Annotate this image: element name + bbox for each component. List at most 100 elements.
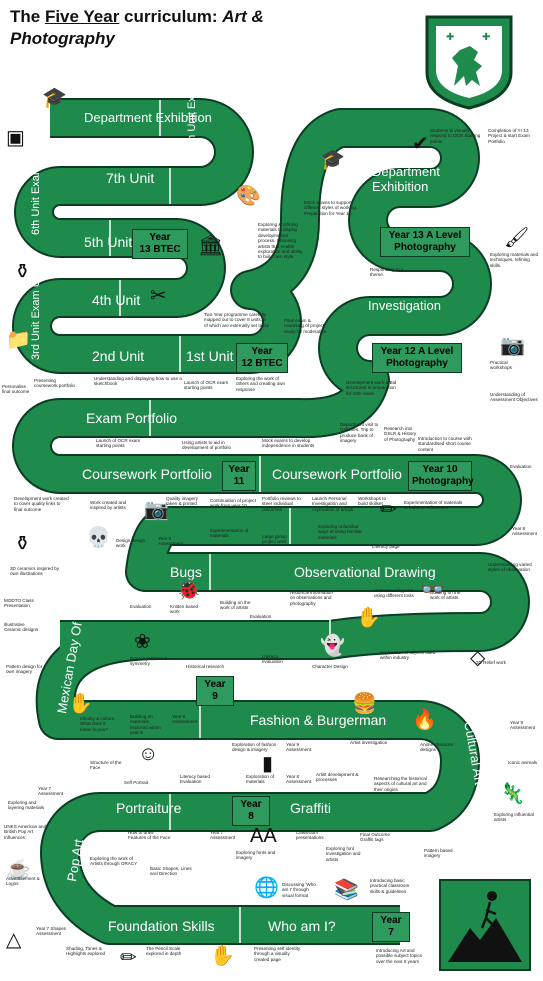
- note: Literacy based Evaluation: [180, 774, 210, 785]
- note: Launch of OCR exam starting points: [96, 438, 141, 449]
- note: Historical information on observations a…: [290, 590, 333, 606]
- ghost-icon: 👻: [320, 635, 345, 657]
- note: Development work created to cover qualit…: [14, 496, 69, 512]
- skull-icon: 💀: [86, 527, 111, 549]
- note: Continuation of project work from year 1…: [210, 498, 256, 509]
- note: Quality imagery taken & printed: [166, 496, 198, 507]
- label-unit-6: 6th Unit Exam Unit: [30, 143, 42, 235]
- svg-text:✚: ✚: [482, 32, 490, 43]
- note: Understanding varied styles of observati…: [488, 562, 532, 573]
- note: Year 9 Assessment: [172, 714, 198, 725]
- note: Using artists to aid in development of p…: [182, 440, 232, 451]
- note: Exploring & refining materials to displa…: [258, 222, 303, 260]
- note: Launch of OCR exam starting points: [184, 380, 229, 391]
- note: Development work & Bid structured in pre…: [346, 380, 397, 396]
- note: Year 8 Assessment: [286, 774, 312, 785]
- note: Evaluation: [510, 464, 532, 469]
- palette-icon: 🎨: [236, 185, 261, 207]
- note: How to draw Features of the Face: [128, 830, 171, 841]
- note: Introducing basic practical classroom sk…: [370, 878, 410, 894]
- label-coursework-portfolio-left: Coursework Portfolio: [82, 466, 212, 482]
- label-observational-drawing: Observational Drawing: [294, 564, 436, 580]
- note: Historical research: [186, 664, 225, 669]
- note: Year 7 Assessment: [210, 830, 236, 841]
- graduate-icon: 🎓: [42, 87, 67, 109]
- note: Building on the work of artists: [430, 590, 461, 601]
- shapes-icon: △: [6, 929, 22, 951]
- glasses-icon: 👓: [420, 579, 445, 601]
- note: Advertisement & Logos: [6, 876, 40, 887]
- note: Year 7 Assessment: [38, 786, 64, 797]
- pencil-icon: ✏: [380, 499, 397, 521]
- note: Two Year programme carefully mapped out …: [204, 312, 270, 328]
- label-unit-1: 1st Unit: [186, 348, 234, 364]
- note: Personalise final outcome: [2, 384, 30, 395]
- note: Exploring font investigation and artists: [326, 846, 361, 862]
- cup-icon: ☕: [6, 859, 31, 881]
- note: Knitten based work: [170, 604, 199, 615]
- font-icon: AA: [250, 825, 277, 847]
- tick-icon: ✔: [412, 133, 429, 155]
- note: Building on the work of artists: [220, 600, 251, 611]
- note: Self Portrait: [124, 780, 148, 785]
- note: Exploring fonts and imagery: [236, 850, 276, 861]
- spray-can-icon: ▮: [262, 753, 274, 775]
- camera-icon: 📷: [500, 335, 525, 357]
- note: Repeat patterns & symmetry: [130, 656, 168, 667]
- note: Year 9 Assessment: [158, 536, 184, 547]
- label-graffiti: Graffiti: [290, 800, 331, 816]
- note: Artist development & processes: [316, 772, 359, 783]
- note: Mock exams to support different styles o…: [304, 200, 358, 216]
- note: Exploring unfamiliar ways of using famil…: [318, 524, 362, 540]
- lizard-icon: 🦎: [500, 783, 525, 805]
- note: Year 7 Shapes Assessment: [36, 926, 66, 937]
- label-unit-3: 3rd Unit Exam Unit: [30, 267, 42, 360]
- note: Basic Shapes, Lines and Direction: [150, 866, 192, 877]
- note: MODTO Class Presentation: [4, 598, 34, 609]
- label-personal-investigation: Personal Investigation: [368, 283, 441, 313]
- note: Presenting self identity through a visua…: [254, 946, 301, 962]
- label-department-exhibition-right: Department Exhibition: [372, 164, 440, 194]
- label-who-am-i: Who am I?: [268, 918, 336, 934]
- note: Research into DSLR & History of Photogra…: [384, 426, 417, 442]
- note: Experimentation of materials to build on…: [404, 500, 463, 511]
- label-unit-2: 2nd Unit: [92, 348, 145, 364]
- flame-icon: 🔥: [412, 709, 437, 731]
- label-portraiture: Portraiture: [116, 800, 182, 816]
- note: Exploration of materials: [246, 774, 275, 785]
- camera-icon: 📷: [144, 499, 169, 521]
- label-fashion-burgerman: Fashion & Burgerman: [250, 712, 387, 728]
- note: Introducing Art and possible subject top…: [376, 948, 422, 964]
- note: Design design work: [116, 538, 146, 549]
- note: Students to visually respond to OCR Star…: [430, 128, 481, 144]
- label-bugs: Bugs: [170, 564, 202, 580]
- label-unit-5: 5th Unit: [84, 234, 133, 250]
- note: Mock exams to develop independence in st…: [262, 438, 315, 449]
- school-crest-logo: ✚ ✚: [424, 14, 514, 110]
- note: Literacy evaluation: [262, 654, 283, 665]
- hand-icon: ✋: [356, 607, 381, 629]
- note: Artist investigation: [350, 740, 388, 745]
- label-department-exhibition-left: Department Exhibition: [84, 110, 212, 125]
- building-icon: 🏛: [198, 235, 224, 257]
- note: Portfolio reviews to steer individual ou…: [262, 496, 301, 512]
- flower-icon: ❀: [134, 631, 151, 653]
- note: Final exam & reworking of project ready …: [284, 318, 327, 334]
- note: Understanding of Assessment Objectives: [490, 392, 538, 403]
- note: Practical workshops: [490, 360, 512, 371]
- note: Anime character designs: [420, 742, 454, 753]
- label-unit-4: 4th Unit: [92, 292, 141, 308]
- note: 3D ceramics inspired by own illustration…: [10, 566, 60, 577]
- vase-icon: ⚱: [14, 533, 31, 555]
- note: 3D Relief work: [476, 660, 506, 665]
- note: Researching the historical aspects of cu…: [374, 776, 427, 792]
- note: Shading, Tones & Highlights explored: [66, 946, 106, 957]
- note: Structure of the Face: [90, 760, 122, 771]
